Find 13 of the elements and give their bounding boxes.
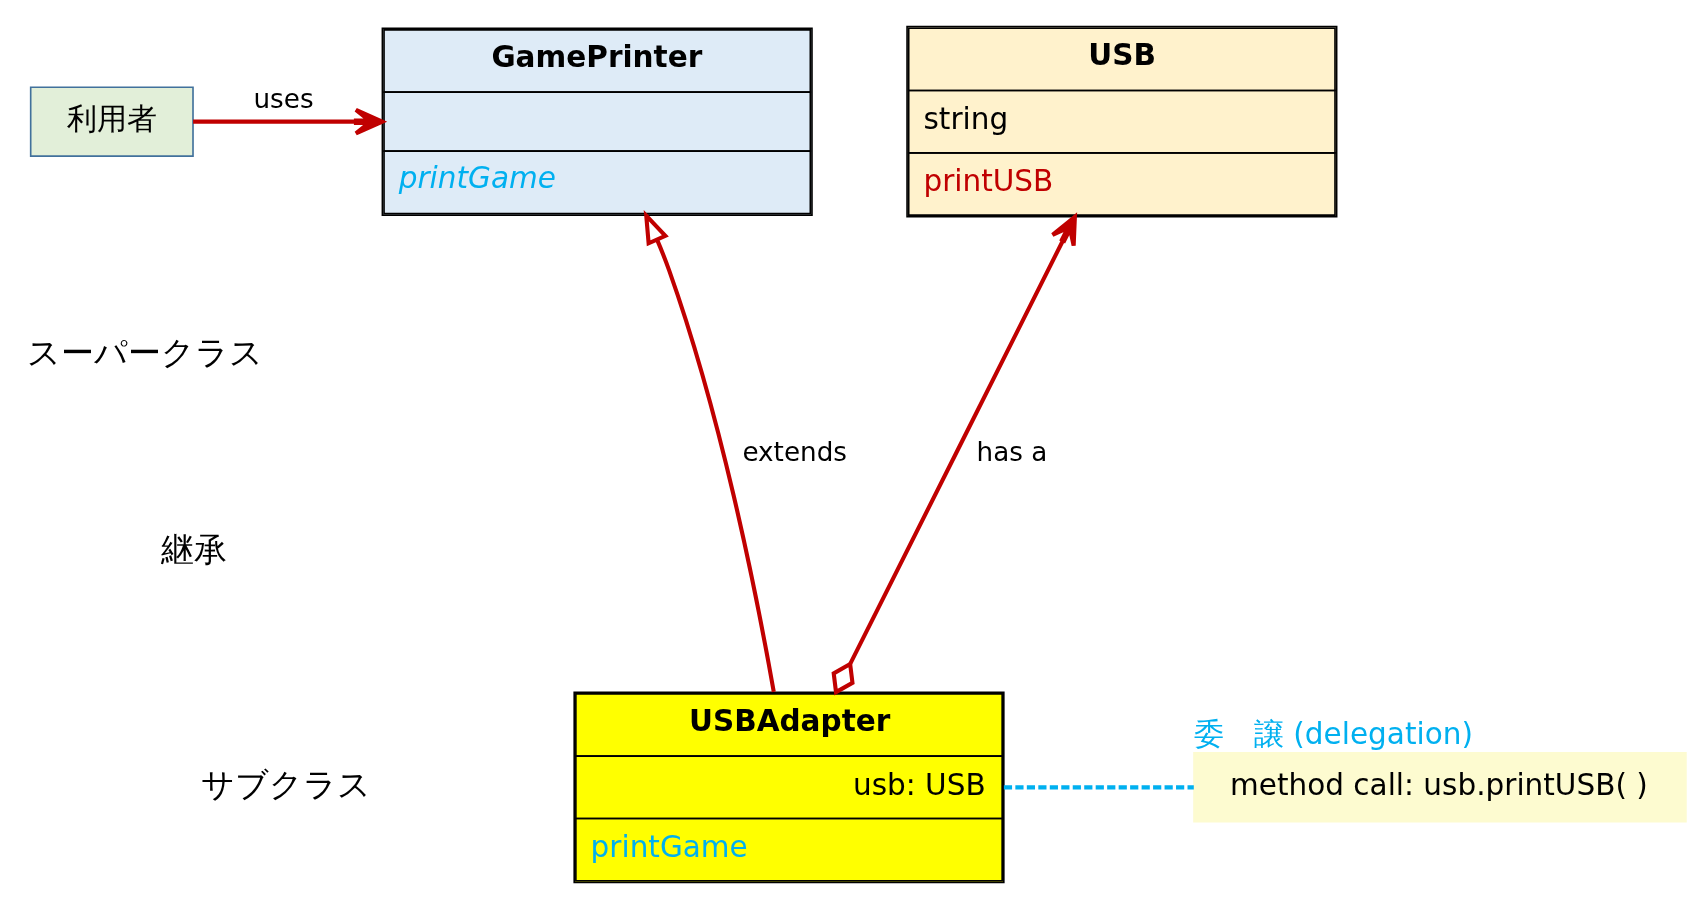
edge-label: extends [742,436,847,467]
connector [1003,785,1194,790]
arrow [193,107,385,136]
arrow [831,214,1077,696]
arrow [643,209,776,693]
label: スーパークラス [26,334,263,373]
edge-label: uses [253,84,314,115]
node-label: 委 譲 (delegation) [1194,716,1473,751]
label: サブクラス [200,765,371,804]
edge-label: has a [976,436,1048,467]
node-box: method call: usb.printUSB( ) [1193,752,1687,823]
label: 継承 [160,531,227,570]
node-box: 利用者 [29,86,194,157]
